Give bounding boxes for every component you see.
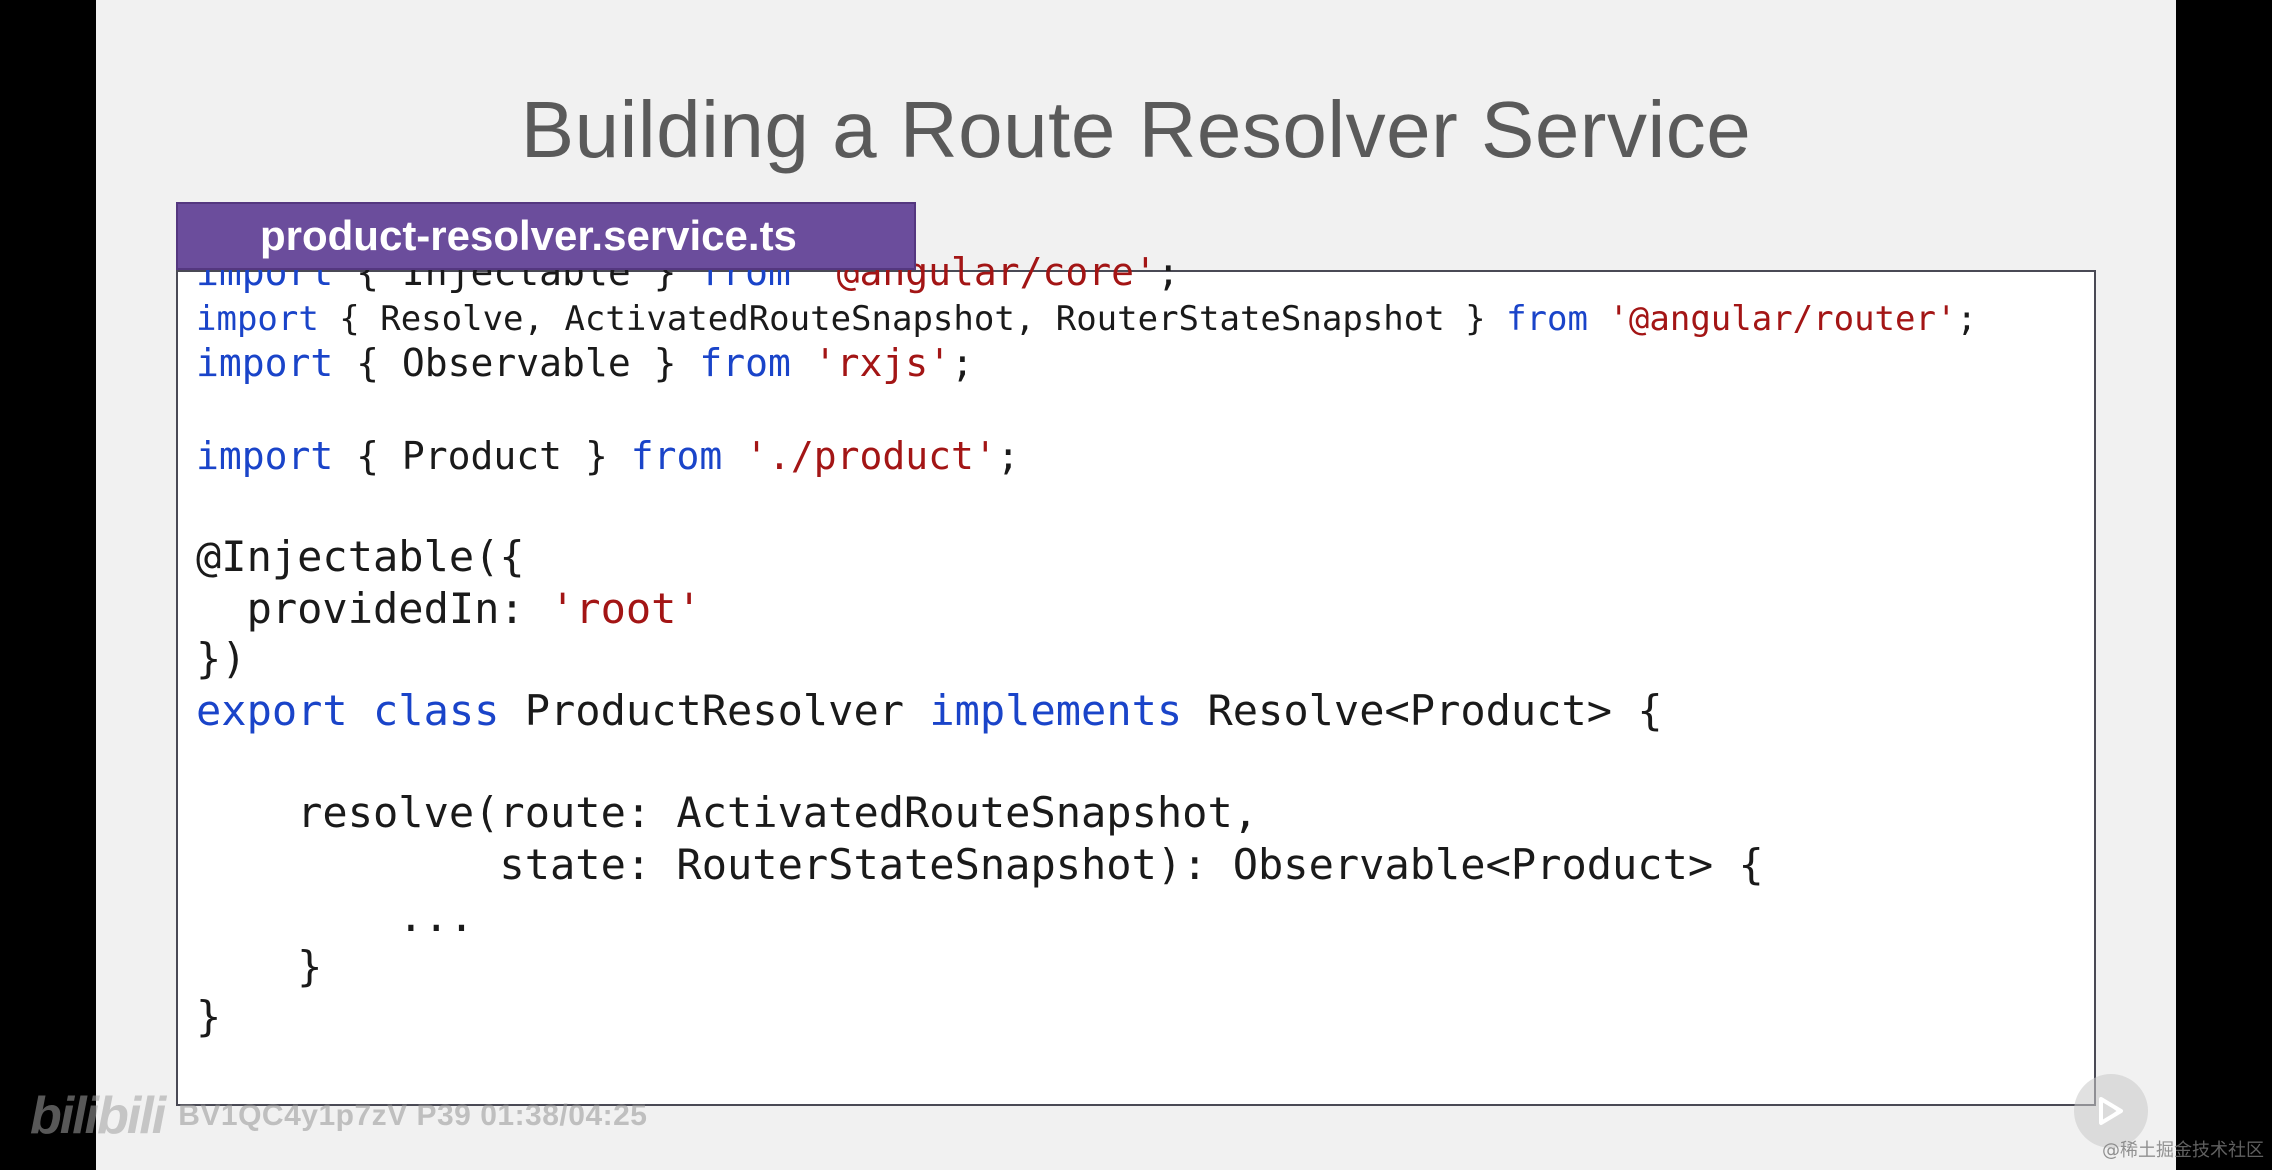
code-line: import { Resolve, ActivatedRouteSnapshot… (196, 299, 1977, 339)
code-text: state: RouterStateSnapshot): Observable<… (196, 840, 1764, 890)
code-text: resolve(route: ActivatedRouteSnapshot, (196, 788, 1259, 838)
code-text: Resolve<Product> { (1182, 686, 1663, 736)
code-keyword: from (699, 340, 791, 385)
code-text (791, 341, 814, 385)
code-text: ; (1156, 249, 1180, 294)
code-line: providedIn: 'root' (196, 584, 702, 633)
play-glyph (2099, 1097, 2123, 1125)
code-line: }) (196, 634, 247, 683)
code-text: { Observable } (333, 340, 700, 385)
code-keyword: export (196, 686, 348, 736)
code-keyword: import (196, 433, 334, 478)
code-string: './product' (745, 433, 997, 478)
bilibili-logo: bilibili (30, 1087, 166, 1145)
code-text: { Resolve, ActivatedRouteSnapshot, Route… (318, 299, 1507, 340)
code-string: 'rxjs' (813, 340, 952, 385)
slide: Building a Route Resolver Service produc… (96, 0, 2176, 1170)
code-text (348, 686, 373, 735)
code-line: import { Product } from './product'; (196, 434, 1020, 478)
play-next-icon[interactable] (2074, 1074, 2148, 1148)
credit-text: @稀土掘金技术社区 (2102, 1140, 2264, 1161)
code-text: @Injectable({ (196, 532, 525, 582)
code-line: } (196, 992, 221, 1041)
code-text: { Product } (333, 433, 631, 478)
bilibili-watermark: bilibili BV1QC4y1p7zV P39 01:38/04:25 (30, 1086, 648, 1146)
slide-title: Building a Route Resolver Service (520, 85, 1752, 174)
code-line: resolve(route: ActivatedRouteSnapshot, (196, 788, 1258, 837)
file-name-tab: product-resolver.service.ts (176, 202, 916, 270)
code-line: ... (196, 892, 474, 941)
code-text: ; (951, 340, 974, 385)
code-line: import { Observable } from 'rxjs'; (196, 341, 974, 385)
code-text (722, 434, 745, 478)
code-line: state: RouterStateSnapshot): Observable<… (196, 840, 1764, 890)
code-keyword: import (196, 299, 319, 340)
code-text: ; (996, 433, 1020, 478)
code-text: ; (1956, 299, 1977, 340)
code-line: @Injectable({ (196, 532, 525, 581)
code-string: 'root' (550, 584, 702, 634)
code-text: }) (196, 634, 247, 684)
code-keyword: from (630, 433, 723, 478)
code-text: } (196, 992, 222, 1042)
code-keyword: class (373, 686, 500, 736)
code-text: ProductResolver (499, 686, 930, 736)
code-text: ... (196, 892, 475, 942)
code-text: } (196, 942, 323, 992)
code-line: export class ProductResolver implements … (196, 686, 1663, 735)
code-panel: import { Injectable } from '@angular/cor… (176, 250, 2096, 1106)
video-info: BV1QC4y1p7zV P39 01:38/04:25 (178, 1099, 648, 1132)
code-string: '@angular/router' (1608, 299, 1957, 340)
code-keyword: import (196, 340, 334, 385)
code-keyword: from (1506, 299, 1588, 340)
code-text: providedIn: (196, 584, 551, 634)
code-text (1588, 299, 1608, 339)
code-keyword: implements (929, 686, 1183, 736)
code-line: } (196, 942, 322, 991)
